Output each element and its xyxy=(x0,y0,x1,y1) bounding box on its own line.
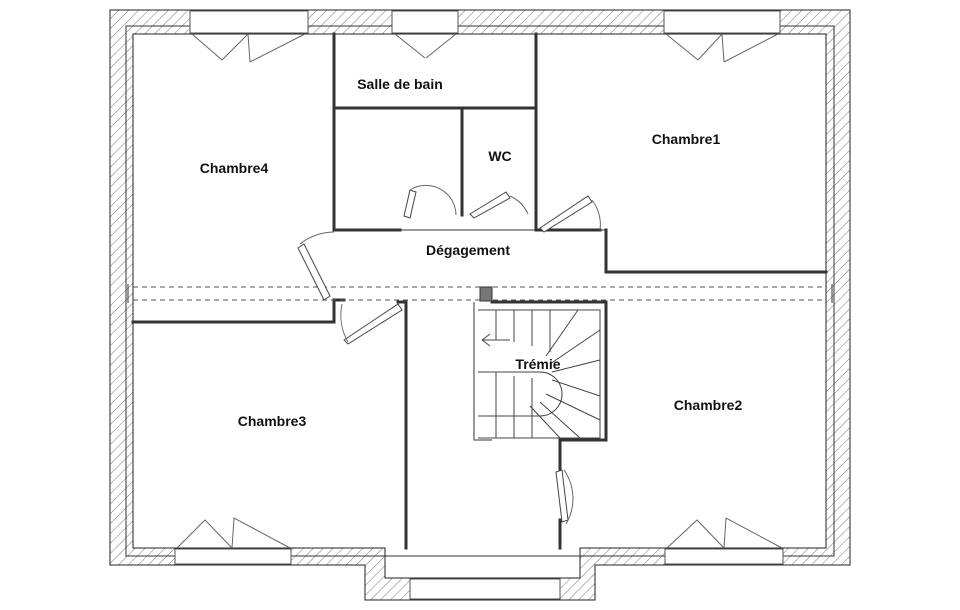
exterior-wall xyxy=(109,9,851,601)
window-salle-de-bain xyxy=(391,10,459,34)
label-degagement: Dégagement xyxy=(426,242,510,258)
window-chambre4 xyxy=(189,10,309,34)
label-chambre3: Chambre3 xyxy=(238,413,307,429)
wall-inner-line xyxy=(125,25,835,557)
windows xyxy=(174,10,784,600)
window-chambre1 xyxy=(663,10,781,34)
staircase xyxy=(478,309,601,439)
window-leaves xyxy=(176,33,783,549)
post xyxy=(479,286,493,302)
room-labels: Salle de bain WC Chambre1 Chambre4 Dégag… xyxy=(200,76,743,429)
interior-walls xyxy=(131,32,828,550)
label-chambre4: Chambre4 xyxy=(200,160,269,176)
label-tremie: Trémie xyxy=(515,356,560,372)
window-chambre2 xyxy=(664,548,784,565)
window-bay xyxy=(409,578,561,600)
thin-partitions xyxy=(334,229,606,441)
label-chambre1: Chambre1 xyxy=(652,131,721,147)
beam-lines xyxy=(127,284,833,303)
label-chambre2: Chambre2 xyxy=(674,397,743,413)
window-chambre3 xyxy=(174,548,292,565)
label-salle-de-bain: Salle de bain xyxy=(357,76,443,92)
label-wc: WC xyxy=(488,148,511,164)
doors xyxy=(297,184,601,525)
